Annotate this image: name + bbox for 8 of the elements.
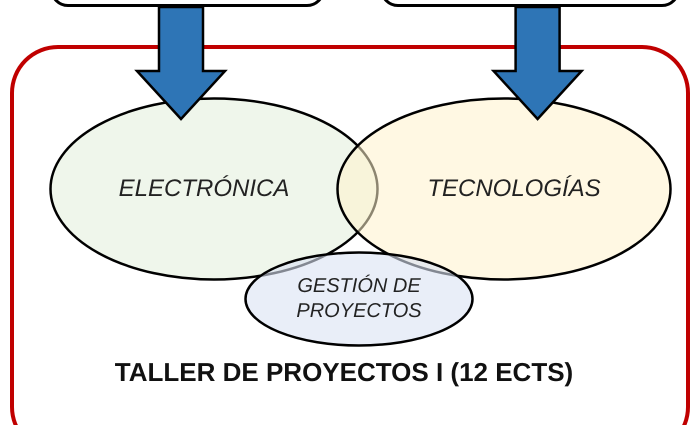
- block-arrow: [134, 6, 228, 121]
- ellipse-label: ELECTRÓNICA: [118, 174, 290, 204]
- ellipse-label: GESTIÓN DE PROYECTOS: [295, 274, 423, 324]
- ellipse-label: TECNOLOGÍAS: [427, 174, 601, 204]
- block-arrow: [490, 6, 584, 121]
- group-frame: [10, 45, 690, 425]
- venn-ellipse: [244, 251, 474, 347]
- group-title: TALLER DE PROYECTOS I (12 ECTS): [114, 357, 574, 388]
